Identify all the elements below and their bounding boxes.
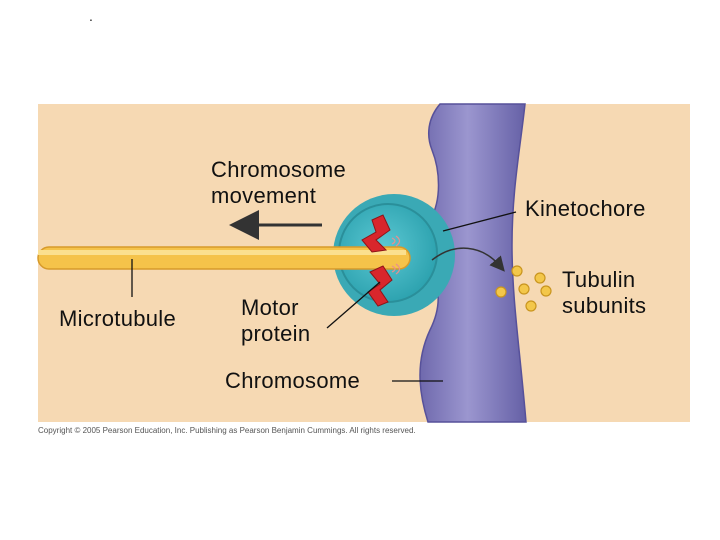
microtubule-highlight	[38, 250, 406, 255]
label-microtubule: Microtubule	[59, 306, 177, 331]
copyright-notice: Copyright © 2005 Pearson Education, Inc.…	[38, 426, 416, 435]
tubulin-subunits	[495, 265, 552, 312]
label-tubulin-subunits: Tubulin subunits	[562, 267, 647, 319]
motor-protein-lower	[367, 265, 393, 307]
label-chromosome: Chromosome	[225, 368, 361, 393]
label-motor-protein: Motor protein	[241, 295, 311, 347]
label-kinetochore: Kinetochore	[525, 196, 646, 221]
motor-protein-heads	[391, 235, 401, 275]
chromosome-body	[419, 103, 527, 423]
motor-protein-leader-line	[326, 281, 381, 329]
depolymerization-arrow	[431, 247, 505, 272]
label-chromosome-movement: Chromosome movement	[211, 157, 347, 209]
motor-protein-upper	[361, 214, 391, 253]
corner-mark: .	[89, 8, 93, 24]
kinetochore-leader-line	[442, 211, 517, 232]
